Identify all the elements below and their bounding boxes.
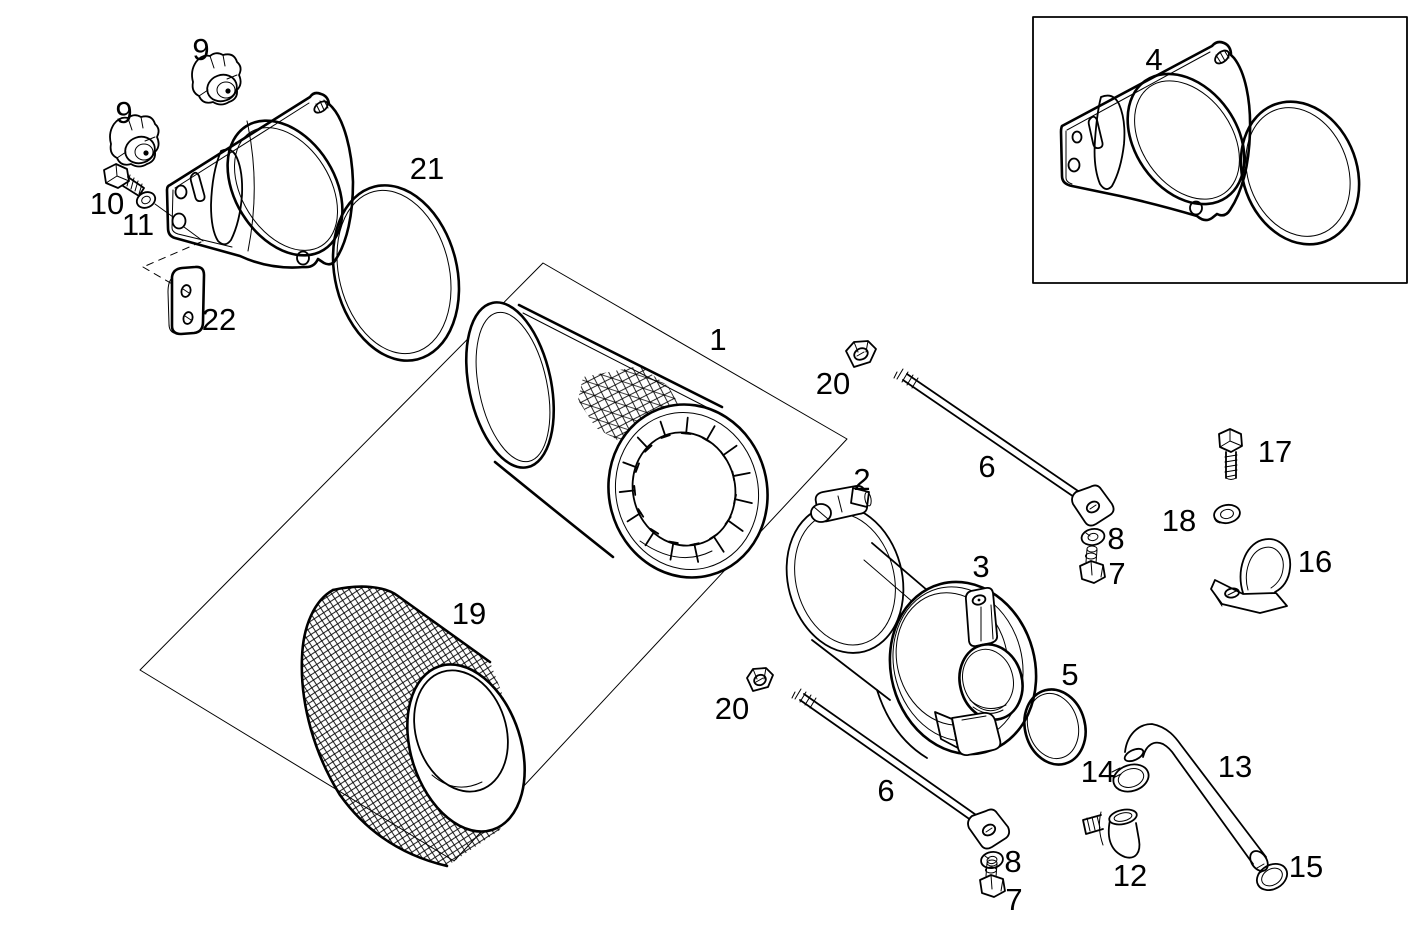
callout-2: 2 (853, 462, 870, 497)
callout-9a: 9 (192, 32, 209, 67)
callout-21: 21 (410, 151, 444, 186)
callout-8a: 8 (1107, 521, 1124, 556)
callout-7b: 7 (1005, 882, 1022, 917)
callout-14: 14 (1081, 754, 1115, 789)
washer-11 (135, 191, 174, 218)
callout-12: 12 (1113, 858, 1147, 893)
callout-13: 13 (1218, 749, 1252, 784)
elbow-fitting-12 (1082, 808, 1141, 859)
bracket-4-tab-hole (1214, 49, 1230, 65)
bracket-4 (1059, 40, 1252, 222)
bracket-tab-hole (313, 99, 329, 114)
callout-labels: 1234566778899101112131415161718192020212… (90, 32, 1332, 917)
callout-8b: 8 (1004, 844, 1021, 879)
callout-19: 19 (452, 596, 486, 631)
intake-boot-3 (888, 580, 1038, 757)
bolt-10 (103, 163, 145, 197)
bolt-7-upper (1079, 545, 1106, 584)
hose-clamp-15 (1256, 862, 1288, 892)
callout-10: 10 (90, 186, 124, 221)
callout-11: 11 (122, 207, 154, 242)
o-ring-21 (331, 184, 461, 362)
stay-rod-6-upper (893, 368, 1115, 527)
washer-8-upper (1080, 527, 1106, 547)
mesh-prefilter-19 (300, 585, 526, 868)
stay-rod-6-lower (791, 688, 1011, 850)
callout-1: 1 (709, 322, 726, 357)
callout-6b: 6 (877, 773, 894, 808)
mounting-bracket (165, 91, 355, 269)
bolt-7-lower (979, 859, 1006, 898)
callout-4: 4 (1145, 42, 1162, 77)
hose-clamp-2 (785, 484, 905, 654)
o-ring-4-seal (1239, 100, 1361, 246)
plate-22 (142, 226, 206, 336)
callout-7a: 7 (1108, 556, 1125, 591)
callout-5: 5 (1061, 657, 1078, 692)
callout-20a: 20 (816, 366, 850, 401)
filter-end-teeth (618, 416, 753, 563)
p-clamp-16 (1210, 538, 1292, 614)
callout-18: 18 (1162, 503, 1196, 538)
nut-20-upper (845, 340, 877, 368)
air-filter-element-1 (464, 301, 769, 579)
bolt-17 (1218, 428, 1243, 480)
callout-20b: 20 (715, 691, 749, 726)
callout-15: 15 (1289, 849, 1323, 884)
nut-20-lower (746, 667, 774, 692)
callout-17: 17 (1258, 434, 1292, 469)
o-ring-5 (1023, 688, 1087, 766)
washer-18 (1213, 503, 1241, 525)
callout-22: 22 (202, 302, 236, 337)
inset-detail-box (1032, 16, 1408, 284)
callout-3: 3 (972, 549, 989, 584)
boot-top-boss (964, 586, 999, 648)
boot-bottom-ear (934, 711, 1002, 757)
callout-6a: 6 (978, 449, 995, 484)
callout-16: 16 (1298, 544, 1332, 579)
callout-9b: 9 (115, 95, 132, 130)
hose-clamp-14 (1111, 763, 1150, 793)
